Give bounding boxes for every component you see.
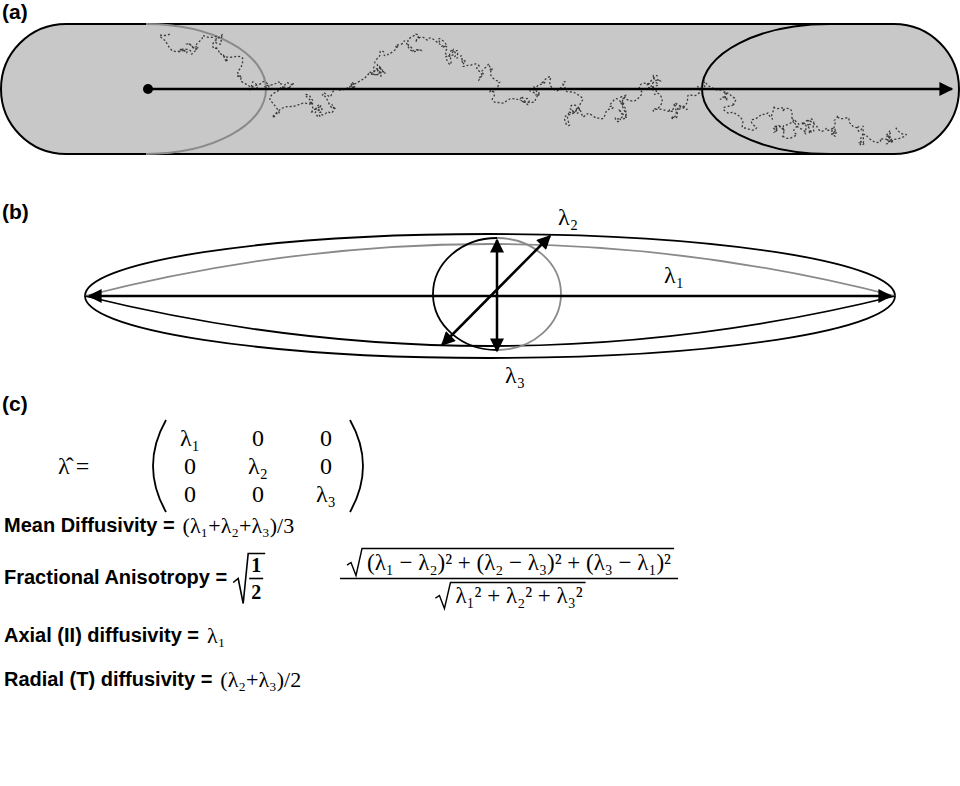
formula-name: Axial (II) diffusivity = bbox=[4, 624, 199, 647]
axon-capsule bbox=[1, 24, 959, 154]
panel-label: (a) bbox=[2, 0, 28, 24]
axis-arrow bbox=[148, 88, 952, 91]
formula-name: Radial (T) diffusivity = bbox=[4, 668, 212, 691]
formula: (λ₁+λ₂+λ₃)/3 bbox=[183, 513, 295, 539]
formula: λ₁ bbox=[207, 623, 225, 649]
diffusion-ellipsoid bbox=[85, 234, 895, 358]
matrix-entry: 0 bbox=[320, 453, 332, 480]
matrix-bracket bbox=[350, 420, 363, 512]
eigenvalue-label: λ₁ bbox=[664, 262, 684, 289]
matrix-symbol: λ̂ = bbox=[58, 453, 89, 480]
ellipsoid-contour bbox=[85, 244, 895, 296]
formula-term: (λ₁ − λ₂)² + (λ₂ − λ₃)² + (λ₃ − λ₁)² bbox=[367, 550, 671, 576]
start-dot bbox=[143, 84, 153, 94]
formula-term: 1 bbox=[251, 554, 261, 577]
matrix-entry: 0 bbox=[252, 481, 264, 508]
matrix-bracket bbox=[153, 420, 166, 512]
matrix-entry: 0 bbox=[252, 425, 264, 452]
matrix-entry: 0 bbox=[184, 481, 196, 508]
matrix-entry: 0 bbox=[184, 453, 196, 480]
radical-sign bbox=[233, 554, 265, 604]
eigenvalue-label: λ₃ bbox=[505, 362, 525, 389]
panel-label: (c) bbox=[2, 392, 28, 416]
radical-sign bbox=[435, 583, 585, 609]
matrix-entry: λ₃ bbox=[316, 481, 336, 508]
formula-name: Fractional Anisotropy = bbox=[4, 566, 227, 589]
matrix-entry: 0 bbox=[320, 425, 332, 452]
formula-term: λ₁² + λ₂² + λ₃² bbox=[455, 583, 582, 609]
ellipsoid-section bbox=[433, 238, 497, 350]
ellipsoid-contour bbox=[85, 296, 895, 346]
eigenvalue-label: λ₂ bbox=[558, 204, 578, 231]
panel-label: (b) bbox=[2, 200, 29, 224]
radical-sign bbox=[347, 549, 674, 576]
formula: (λ₂+λ₃)/2 bbox=[220, 667, 301, 693]
formula-name: Mean Diffusivity = bbox=[4, 514, 175, 537]
eigenvector-arrow bbox=[496, 240, 499, 351]
fraction-bar bbox=[249, 578, 263, 580]
fraction-bar bbox=[340, 578, 678, 580]
matrix-entry: λ₂ bbox=[248, 453, 268, 480]
ellipsoid-section bbox=[497, 238, 561, 350]
eigenvector-arrow bbox=[442, 236, 550, 345]
matrix-entry: λ₁ bbox=[180, 425, 200, 452]
formula-term: 2 bbox=[251, 581, 261, 604]
